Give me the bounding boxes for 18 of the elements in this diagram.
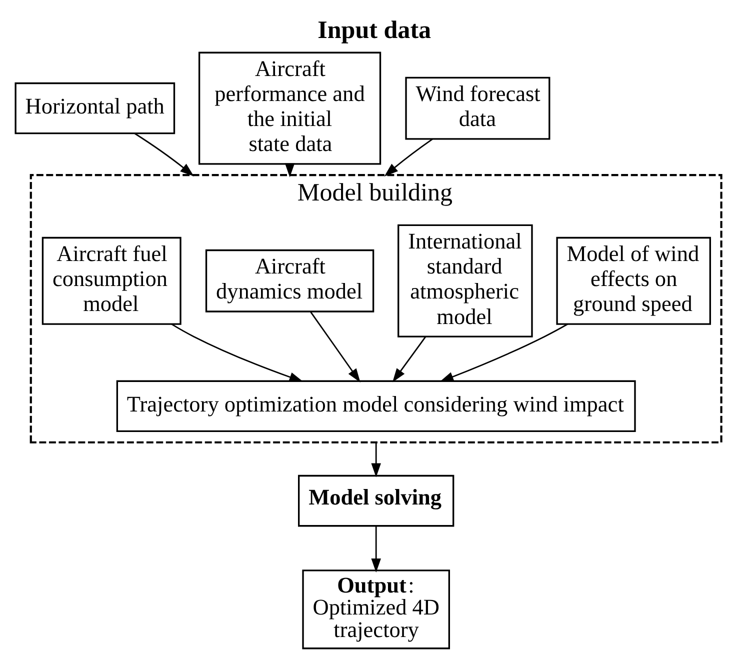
- node-box: Horizontal path: [14, 82, 176, 134]
- node-box: Aircraft dynamics model: [205, 249, 374, 312]
- node-box: Trajectory optimization model considering wind impact: [116, 380, 636, 432]
- node-box: Output: Optimized 4D trajectory: [302, 570, 450, 650]
- arrow: [371, 526, 381, 572]
- node-box: Aircraft fuel consumption model: [42, 236, 182, 325]
- node-box: International standard atmospheric model: [398, 224, 533, 338]
- node-box: Model solving: [298, 474, 454, 527]
- arrow: [134, 132, 194, 176]
- arrow: [171, 324, 304, 382]
- arrow: [310, 312, 360, 382]
- node-box: Wind forecast data: [405, 76, 550, 140]
- arrow: [371, 442, 381, 478]
- arrow: [392, 336, 426, 382]
- diagram-title: Input data: [318, 16, 432, 44]
- arrow: [440, 324, 568, 382]
- arrow: [384, 138, 433, 176]
- node-box: Model of wind effects on ground speed: [556, 236, 711, 325]
